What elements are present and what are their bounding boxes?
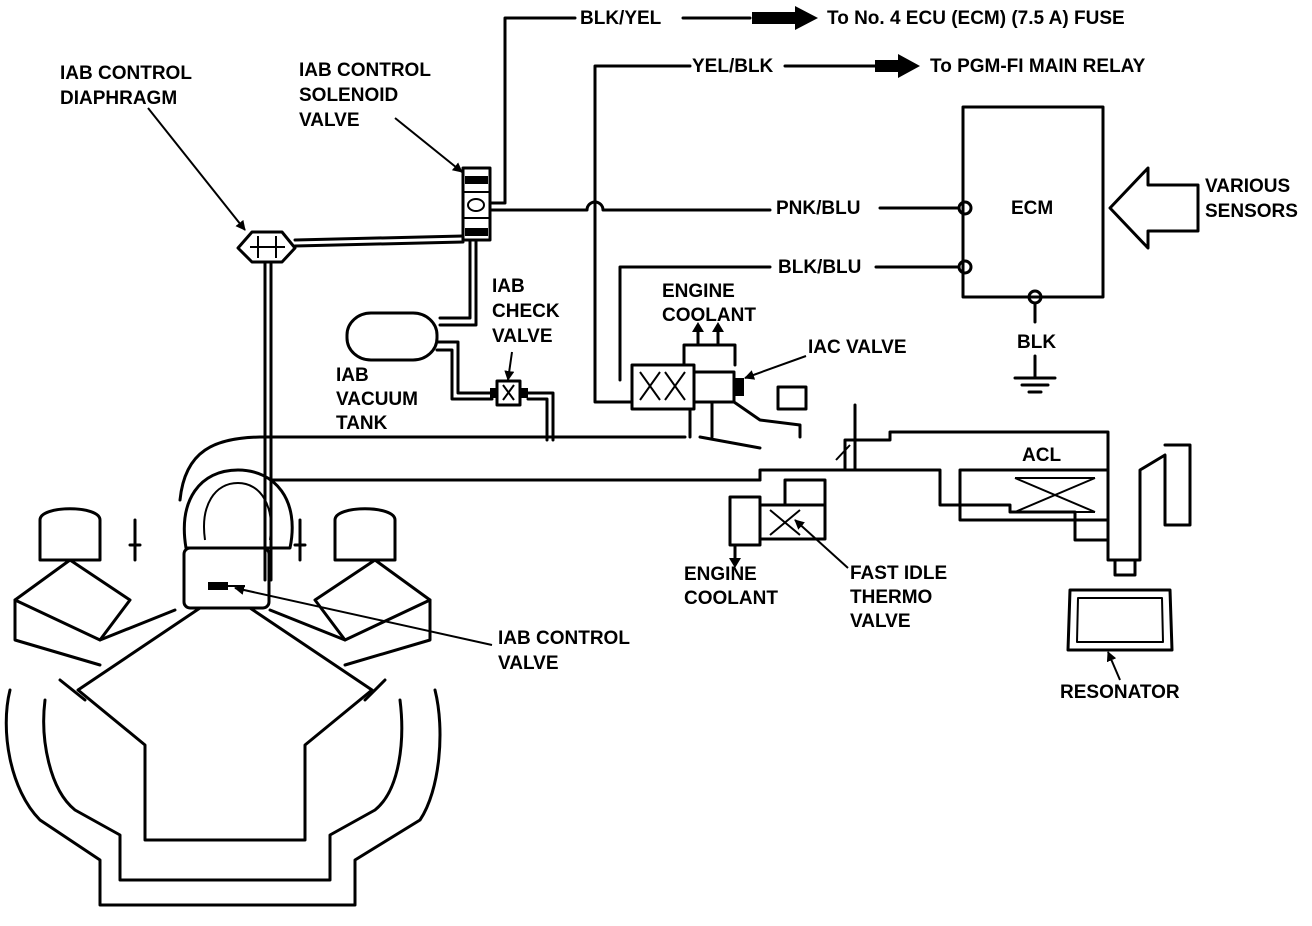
label-blk: BLK — [1017, 332, 1056, 353]
blk-blu-wire — [618, 265, 772, 382]
label-pnk-blu: PNK/BLU — [776, 198, 860, 219]
relay-arrow-icon — [875, 54, 920, 78]
label-iac-valve: IAC VALVE — [808, 337, 907, 358]
label-iab-control-valve-2: VALVE — [498, 653, 559, 674]
label-sensors: SENSORS — [1205, 201, 1298, 222]
iac-valve — [630, 363, 744, 411]
label-engine-coolant-top-2: COOLANT — [662, 305, 756, 326]
fuse-arrow-icon — [752, 6, 818, 30]
leader-arrows — [147, 107, 1121, 681]
blk-yel-wire — [488, 16, 577, 205]
filter-canister — [776, 385, 808, 411]
label-fuse-destination: To No. 4 ECU (ECM) (7.5 A) FUSE — [827, 8, 1125, 29]
label-various: VARIOUS — [1205, 176, 1290, 197]
label-engine-coolant-top-1: ENGINE — [662, 281, 735, 302]
label-relay-destination: To PGM-FI MAIN RELAY — [930, 56, 1146, 77]
pnk-blu-wire — [488, 200, 772, 212]
label-iab-check-2: CHECK — [492, 301, 560, 322]
air-cleaner — [958, 468, 1110, 522]
label-iab-check-1: IAB — [492, 276, 525, 297]
ecm-terminal-blk-blu — [957, 259, 973, 275]
label-iab-tank-3: TANK — [336, 413, 388, 434]
label-iab-check-3: VALVE — [492, 326, 553, 347]
ground-icon — [1013, 376, 1057, 394]
label-blk-blu: BLK/BLU — [778, 257, 861, 278]
label-engine-coolant-bottom-2: COOLANT — [684, 588, 778, 609]
label-iab-control-diaphragm-1: IAB CONTROL — [60, 63, 192, 84]
iab-control-solenoid-valve — [461, 166, 492, 242]
iab-check-valve — [490, 379, 528, 407]
resonator — [1066, 588, 1174, 652]
label-fast-idle-3: VALVE — [850, 611, 911, 632]
engine-block — [4, 507, 442, 907]
label-iab-solenoid-3: VALVE — [299, 110, 360, 131]
yel-blk-wire — [593, 64, 692, 404]
label-blk-yel: BLK/YEL — [580, 8, 662, 29]
label-iab-tank-1: IAB — [336, 365, 369, 386]
fast-idle-thermo-valve — [728, 478, 827, 547]
various-sensors-arrow-icon — [1108, 166, 1200, 250]
label-iab-tank-2: VACUUM — [336, 389, 418, 410]
intake-duct — [178, 430, 1110, 542]
label-iab-control-valve-1: IAB CONTROL — [498, 628, 630, 649]
label-iab-solenoid-1: IAB CONTROL — [299, 60, 431, 81]
label-resonator: RESONATOR — [1060, 682, 1180, 703]
iab-control-valve — [182, 546, 271, 610]
label-yel-blk: YEL/BLK — [692, 56, 774, 77]
ecm-terminal-pnk-blu — [957, 200, 973, 216]
label-engine-coolant-bottom-1: ENGINE — [684, 564, 757, 585]
label-ecm: ECM — [1011, 198, 1053, 219]
label-fast-idle-2: THERMO — [850, 587, 932, 608]
label-fast-idle-1: FAST IDLE — [850, 563, 947, 584]
label-iab-control-diaphragm-2: DIAPHRAGM — [60, 88, 177, 109]
iab-control-diaphragm — [236, 230, 297, 264]
labels: BLK/YEL To No. 4 ECU (ECM) (7.5 A) FUSE … — [60, 8, 1298, 703]
wiring — [488, 6, 1057, 404]
label-iab-solenoid-2: SOLENOID — [299, 85, 398, 106]
intake-plenum — [182, 468, 294, 550]
ecm-box — [961, 105, 1105, 299]
iab-vacuum-tank — [345, 311, 439, 362]
label-acl: ACL — [1022, 445, 1061, 466]
